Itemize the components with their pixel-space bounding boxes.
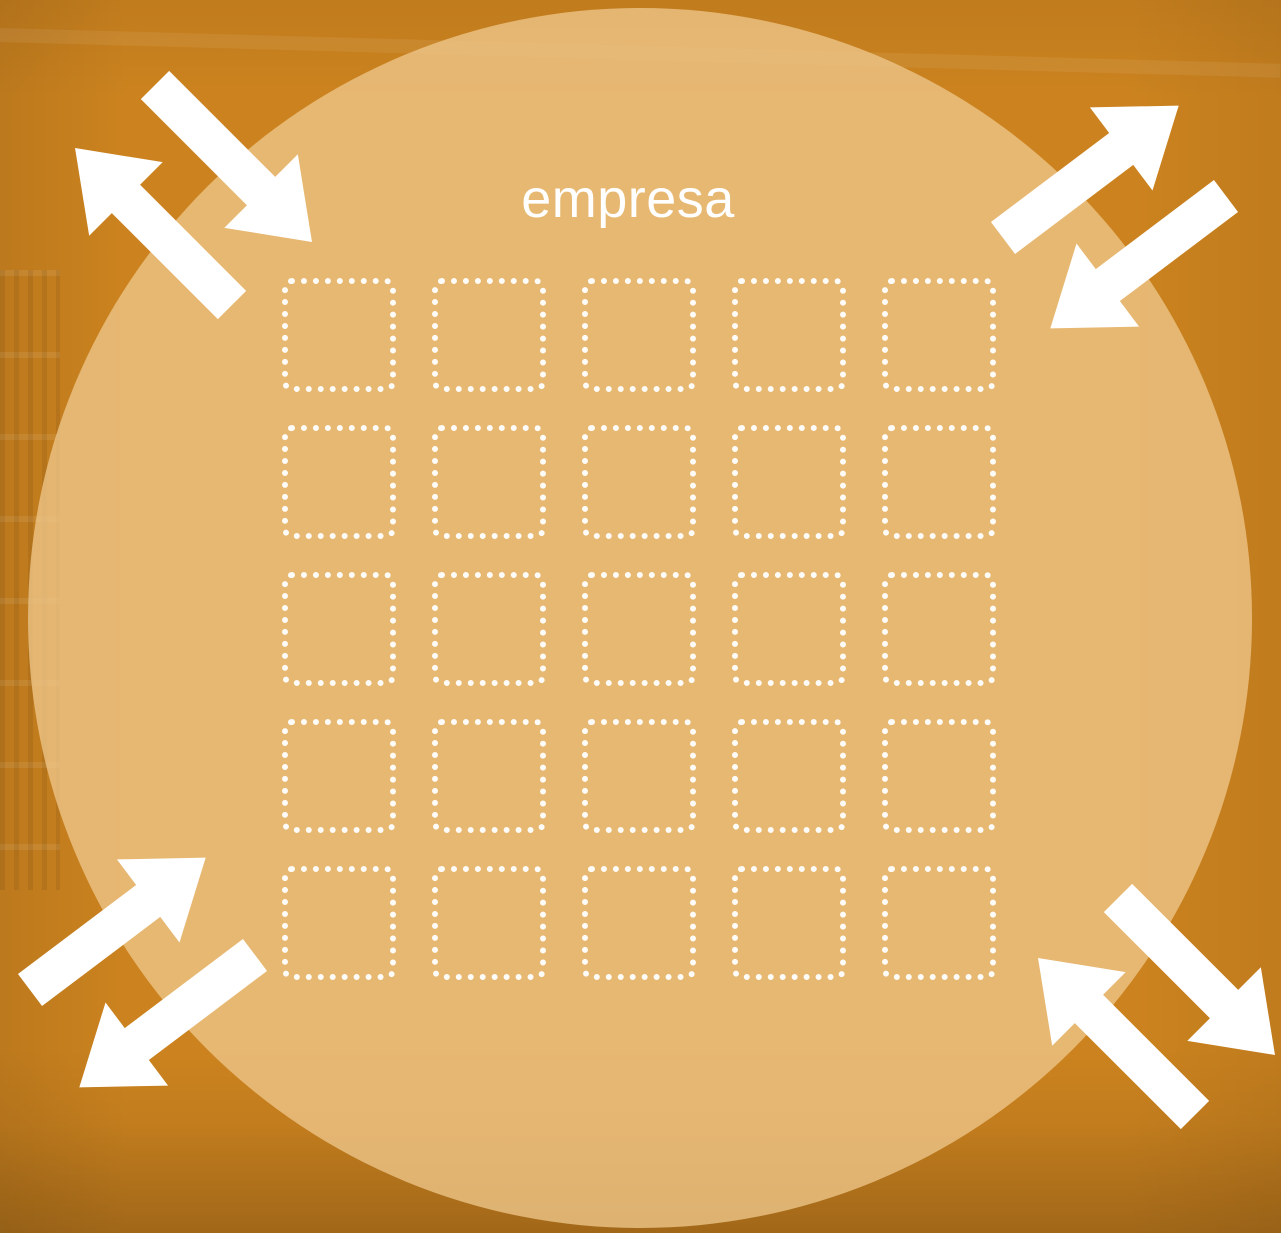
grid-slot-r1-c3 — [582, 278, 696, 392]
arrow-bottom-right-outward — [1103, 883, 1275, 1055]
grid-slot-r5-c5 — [882, 866, 996, 980]
grid-slot-r3-c2 — [432, 572, 546, 686]
arrow-top-left-inward — [140, 70, 312, 242]
grid-slot-r2-c4 — [732, 425, 846, 539]
grid-slot-r1-c4 — [732, 278, 846, 392]
grid-slot-r3-c1 — [282, 572, 396, 686]
grid-slot-r5-c1 — [282, 866, 396, 980]
grid-slot-r1-c5 — [882, 278, 996, 392]
grid-slot-r1-c2 — [432, 278, 546, 392]
grid-slot-r2-c1 — [282, 425, 396, 539]
arrow-top-right-inward — [1050, 180, 1239, 329]
grid-slot-r4-c3 — [582, 719, 696, 833]
arrow-bottom-right-inward — [1038, 958, 1210, 1130]
grid-slot-r2-c3 — [582, 425, 696, 539]
grid-slot-r2-c5 — [882, 425, 996, 539]
grid-slot-r2-c2 — [432, 425, 546, 539]
grid-slot-r3-c4 — [732, 572, 846, 686]
grid-slot-r5-c3 — [582, 866, 696, 980]
arrow-top-left-outward — [75, 148, 247, 320]
grid-slot-r1-c1 — [282, 278, 396, 392]
arrow-bottom-left-outward — [17, 857, 206, 1006]
grid-slot-r4-c5 — [882, 719, 996, 833]
grid-slot-r4-c4 — [732, 719, 846, 833]
slot-grid — [282, 278, 1000, 980]
diagram-title: empresa — [521, 169, 735, 229]
grid-slot-r4-c1 — [282, 719, 396, 833]
grid-slot-r5-c2 — [432, 866, 546, 980]
grid-slot-r3-c3 — [582, 572, 696, 686]
arrow-top-right-outward — [990, 105, 1179, 254]
grid-slot-r3-c5 — [882, 572, 996, 686]
arrow-bottom-left-inward — [79, 939, 268, 1088]
grid-slot-r4-c2 — [432, 719, 546, 833]
grid-slot-r5-c4 — [732, 866, 846, 980]
